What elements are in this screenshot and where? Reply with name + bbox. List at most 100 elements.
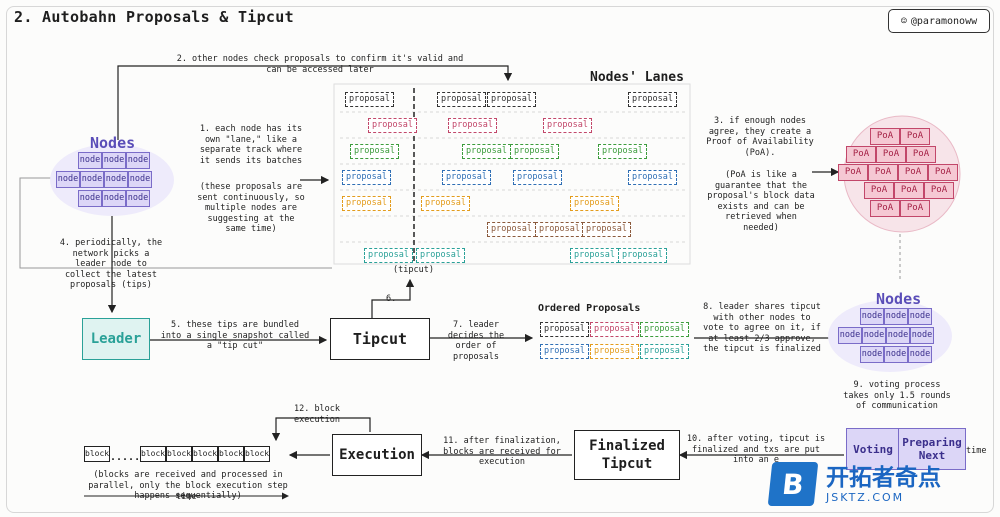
node-cell: node (104, 171, 128, 188)
note-6: 6. (386, 294, 397, 304)
lane-proposal: proposal (350, 144, 399, 159)
nodes-label-2: Nodes (876, 290, 922, 308)
ordered-proposal: proposal (590, 322, 639, 337)
lane-proposal: proposal (487, 222, 536, 237)
block-item: block (218, 446, 244, 462)
lane-proposal: proposal (487, 92, 536, 107)
brand-url: JSKTZ.COM (826, 490, 905, 504)
brand-watermark: B 开拓者奇点 JSKTZ.COM (767, 458, 992, 510)
page-title: 2. Autobahn Proposals & Tipcut (14, 8, 294, 26)
node-cell: node (128, 171, 152, 188)
lane-proposal: proposal (364, 248, 413, 263)
tipcut-box[interactable]: Tipcut (330, 318, 430, 360)
voting-box[interactable]: Voting (846, 428, 900, 470)
ordered-proposal: proposal (640, 344, 689, 359)
node-cell: node (860, 308, 884, 325)
author-handle-text: @paramonoww (910, 15, 978, 27)
lane-proposal: proposal (598, 144, 647, 159)
node-cell: node (860, 346, 884, 363)
note-4: 4. periodically, the network picks a lea… (59, 238, 163, 290)
node-cell: node (56, 171, 80, 188)
node-cell: node (102, 152, 126, 169)
node-cell: node (126, 190, 150, 207)
lane-proposal: proposal (342, 170, 391, 185)
tipcut-marker: (tipcut) (393, 265, 434, 275)
time-label-bottom: time (176, 492, 197, 502)
lane-proposal: proposal (442, 170, 491, 185)
node-cell: node (80, 171, 104, 188)
note-1b: (these proposals are sent continuously, … (197, 182, 305, 234)
lane-proposal: proposal (448, 118, 497, 133)
execution-box[interactable]: Execution (332, 434, 422, 476)
canvas-frame (6, 6, 994, 513)
poa-cell: PoA (924, 182, 954, 199)
blocks-ellipsis: ..... (110, 452, 141, 463)
node-cell: node (102, 190, 126, 207)
note-10: 10. after voting, tipcut is finalized an… (686, 434, 826, 465)
node-cell: node (838, 327, 862, 344)
avatar-icon: ☺ (900, 15, 907, 27)
note-3b: (PoA is like a guarantee that the propos… (707, 170, 815, 233)
lane-proposal: proposal (628, 170, 677, 185)
node-cell: node (78, 152, 102, 169)
poa-cell: PoA (894, 182, 924, 199)
brand-logo: B (767, 462, 819, 506)
poa-cell: PoA (864, 182, 894, 199)
note-13: (blocks are received and processed in pa… (88, 470, 288, 501)
block-item: block (192, 446, 218, 462)
poa-cell: PoA (846, 146, 876, 163)
node-cell: node (78, 190, 102, 207)
author-handle[interactable]: ☺ @paramonoww (888, 9, 990, 33)
lane-proposal: proposal (535, 222, 584, 237)
poa-cell: PoA (898, 164, 928, 181)
note-7: 7. leader decides the order of proposals (447, 320, 505, 362)
block-item: block (140, 446, 166, 462)
lane-proposal: proposal (582, 222, 631, 237)
node-cell: node (126, 152, 150, 169)
node-cell: node (910, 327, 934, 344)
lane-proposal: proposal (618, 248, 667, 263)
lane-proposal: proposal (342, 196, 391, 211)
lane-proposal: proposal (368, 118, 417, 133)
note-1: 1. each node has its own "lane," like a … (199, 124, 303, 166)
lane-proposal: proposal (513, 170, 562, 185)
poa-cell: PoA (876, 146, 906, 163)
note-12: 12. block execution (293, 404, 341, 425)
ordered-proposal: proposal (540, 322, 589, 337)
brand-cn: 开拓者奇点 (826, 464, 941, 491)
ordered-proposal: proposal (640, 322, 689, 337)
lane-proposal: proposal (416, 248, 465, 263)
nodes-label: Nodes (90, 134, 136, 152)
block-item: block (84, 446, 110, 462)
node-cell: node (908, 308, 932, 325)
leader-box[interactable]: Leader (82, 318, 150, 360)
lane-proposal: proposal (437, 92, 486, 107)
lane-proposal: proposal (543, 118, 592, 133)
node-cell: node (908, 346, 932, 363)
lane-proposal: proposal (570, 248, 619, 263)
block-item: block (244, 446, 270, 462)
lane-proposal: proposal (510, 144, 559, 159)
lane-proposal: proposal (628, 92, 677, 107)
ordered-title: Ordered Proposals (538, 303, 641, 314)
lane-proposal: proposal (462, 144, 511, 159)
note-5: 5. these tips are bundled into a single … (160, 320, 310, 351)
note-3: 3. if enough nodes agree, they create a … (706, 116, 814, 158)
note-11: 11. after finalization, blocks are recei… (443, 436, 561, 467)
lane-proposal: proposal (570, 196, 619, 211)
preparing-next-box[interactable]: Preparing Next (898, 428, 966, 470)
poa-cell: PoA (900, 128, 930, 145)
poa-cell: PoA (870, 128, 900, 145)
lane-proposal: proposal (421, 196, 470, 211)
node-cell: node (884, 308, 908, 325)
poa-cell: PoA (838, 164, 868, 181)
poa-cell: PoA (870, 200, 900, 217)
node-cell: node (884, 346, 908, 363)
ordered-proposal: proposal (540, 344, 589, 359)
lane-proposal: proposal (345, 92, 394, 107)
note-2: 2. other nodes check proposals to confir… (176, 54, 464, 75)
node-cell: node (886, 327, 910, 344)
note-9: 9. voting process takes only 1.5 rounds … (843, 380, 951, 411)
time-label-right: time (966, 446, 987, 456)
finalized-tipcut-box[interactable]: Finalized Tipcut (574, 430, 680, 480)
